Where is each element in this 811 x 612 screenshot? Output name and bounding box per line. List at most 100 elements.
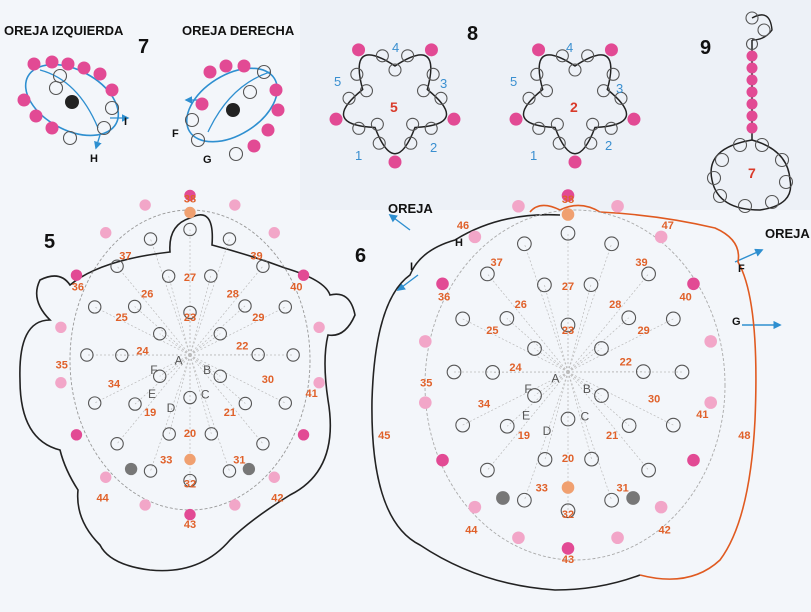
left-ear-letter-h: H <box>90 153 98 165</box>
flower-bead <box>447 112 461 126</box>
flower-bead <box>401 49 415 63</box>
shell-edge-bead <box>70 429 83 441</box>
shell-bead <box>143 232 158 246</box>
shell-number: 22 <box>236 341 248 353</box>
shell-bead <box>527 388 542 403</box>
shell-number: 33 <box>536 483 548 495</box>
shell-bead <box>110 259 124 273</box>
shell-bead <box>621 418 637 433</box>
shell-edge-bead <box>468 230 482 244</box>
step-8-number: 8 <box>467 23 478 45</box>
shell-number: 19 <box>144 407 156 419</box>
ear-bead <box>105 83 119 97</box>
flower-bead <box>586 117 600 131</box>
shell-letter: F <box>524 382 531 396</box>
shell-bead <box>222 232 237 246</box>
shell-bead <box>621 310 637 326</box>
strand-bead <box>745 37 759 51</box>
flower-left-petal-3: 3 <box>440 76 447 91</box>
strand-bead <box>754 137 770 153</box>
flower-right-petal-2: 2 <box>605 138 612 153</box>
shell-bead <box>604 492 619 508</box>
shell-edge-bead <box>229 199 241 211</box>
flower-bead <box>352 121 366 135</box>
flower-bead <box>606 67 620 81</box>
flower-bead <box>416 84 431 98</box>
shell-number: 22 <box>620 357 632 369</box>
shell-bead <box>674 364 690 380</box>
shell-bead <box>278 396 293 410</box>
shell-number: 23 <box>562 325 574 337</box>
strand-bead <box>746 86 758 98</box>
background-panel <box>300 0 811 210</box>
shell-bead <box>560 503 576 519</box>
shell-letter: C <box>201 388 210 402</box>
shell-number: 21 <box>606 430 618 442</box>
ear-bead <box>261 123 275 137</box>
shell-bead <box>80 348 94 362</box>
shell-bead <box>256 437 270 451</box>
step-9-number: 9 <box>700 37 711 59</box>
shell-number: 20 <box>184 428 196 440</box>
shell-bead <box>87 300 102 314</box>
shell-bead <box>455 417 471 433</box>
ear-bead <box>45 121 59 135</box>
shell-number: 29 <box>637 325 649 337</box>
foot-bead <box>626 491 640 505</box>
shell-bead <box>485 365 501 380</box>
shell-letter: E <box>522 408 530 422</box>
shell-edge-bead <box>512 531 525 545</box>
shell-bead <box>251 347 265 362</box>
shell-edge-bead <box>468 500 482 514</box>
shell-number: 44 <box>96 493 109 505</box>
shell-edge-bead <box>229 499 241 511</box>
shell-bead <box>517 492 532 508</box>
shell-bead <box>665 417 681 433</box>
ear-bead <box>184 112 200 128</box>
flower-right-petal-3: 3 <box>616 81 623 96</box>
shell-number: 41 <box>305 388 317 400</box>
shell-edge-bead <box>419 335 432 348</box>
shell-number: 31 <box>233 455 245 467</box>
shell-number: 26 <box>515 299 527 311</box>
shell-number: 42 <box>271 493 283 505</box>
right-ear-label: OREJA <box>765 226 810 241</box>
flower-bead <box>539 84 554 98</box>
flower-bead <box>426 67 440 81</box>
flower-right-petal-1: 1 <box>530 148 537 163</box>
shell-bead <box>560 225 576 241</box>
ear-bead <box>27 57 41 71</box>
shell-bead <box>641 266 656 282</box>
head-bead <box>184 206 196 219</box>
shell-edge-bead <box>184 508 196 521</box>
ear-bead <box>93 67 107 81</box>
shell-bead <box>286 348 300 362</box>
shell-number: 35 <box>420 378 432 390</box>
shell-number: 41 <box>696 409 708 421</box>
shell-mesh-6 <box>419 189 717 555</box>
step-9-strand: 9 7 <box>700 11 794 214</box>
shell-number: 30 <box>648 393 660 405</box>
shell-edge-bead <box>654 500 668 514</box>
shell-number: 40 <box>679 291 691 303</box>
shell-letter: A <box>175 354 183 368</box>
flower-bead <box>568 63 582 77</box>
shell-bead <box>560 411 576 427</box>
shell-edge-bead <box>139 199 151 211</box>
ear-bead <box>52 68 68 84</box>
letter-f-6: F <box>738 263 745 275</box>
shell-bead <box>183 305 197 320</box>
shell-number: 27 <box>562 281 574 293</box>
shell-edge-bead <box>184 189 196 202</box>
shell-edge-bead <box>611 199 624 213</box>
foot-bead <box>242 462 256 476</box>
flower-left-center-number: 5 <box>390 99 398 115</box>
ear-bead <box>61 57 75 71</box>
flower-bead <box>388 63 402 77</box>
shell-edge-bead <box>55 321 67 333</box>
shell-bead <box>641 462 656 478</box>
flower-bead <box>352 43 366 57</box>
shell-bead <box>152 369 167 384</box>
shell-number: 33 <box>160 455 172 467</box>
